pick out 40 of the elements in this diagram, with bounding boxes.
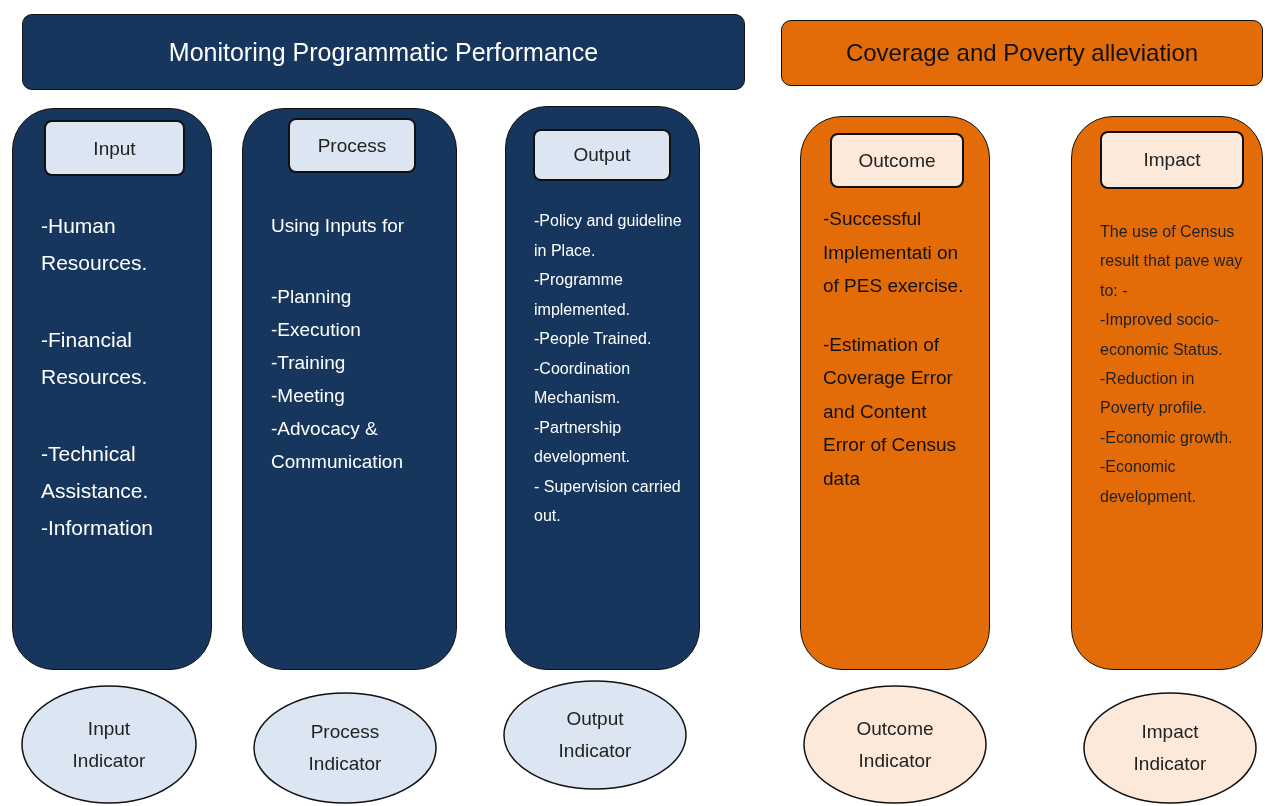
stage-column <box>242 108 457 670</box>
list-item: -Training <box>271 351 347 375</box>
list-item: -Financial Resources. <box>41 327 149 390</box>
list-item: -Information <box>41 515 155 541</box>
list-item: -Partnership development. <box>534 417 632 467</box>
indicator-ellipse: Impact Indicator <box>1083 692 1257 804</box>
indicator-ellipse: Input Indicator <box>21 685 197 804</box>
list-item: -Economic development. <box>1100 457 1198 507</box>
section-banner: Coverage and Poverty alleviation <box>781 20 1263 86</box>
section-banner: Monitoring Programmatic Performance <box>22 14 745 90</box>
list-item: -Reduction in Poverty profile. <box>1100 369 1208 419</box>
list-item: - Supervision carried out. <box>534 476 682 526</box>
list-item: Using Inputs for <box>271 214 406 238</box>
stage-column <box>12 108 212 670</box>
stage-header: Outcome <box>830 133 964 188</box>
list-item: -Improved socio-economic Status. <box>1100 310 1224 360</box>
stage-header: Output <box>533 129 671 181</box>
list-item: -Economic growth. <box>1100 427 1234 448</box>
list-item: -Meeting <box>271 384 346 408</box>
list-item: -Human Resources. <box>41 213 149 276</box>
stage-column <box>505 106 700 670</box>
list-item: The use of Census result that pave way to: - <box>1100 222 1244 301</box>
stage-header: Input <box>44 120 185 176</box>
list-item: -Programme implemented. <box>534 270 632 320</box>
list-item: -Successful Implementati on of PES exercise. <box>823 207 965 298</box>
list-item: -Coordination Mechanism. <box>534 358 632 408</box>
indicator-ellipse: Process Indicator <box>253 692 437 804</box>
list-item: -Advocacy & Communication <box>271 417 404 474</box>
list-item: -Policy and guideline in Place. <box>534 211 683 261</box>
indicator-ellipse: Output Indicator <box>503 680 687 790</box>
list-item: -Planning <box>271 285 353 309</box>
stage-header: Process <box>288 118 416 173</box>
stage-column <box>800 116 990 670</box>
list-item: -Execution <box>271 318 362 342</box>
list-item: -Technical Assistance. <box>41 441 150 504</box>
indicator-ellipse: Outcome Indicator <box>803 685 987 804</box>
list-item: -Estimation of Coverage Error and Content Error of Census data <box>823 332 958 491</box>
list-item: -People Trained. <box>534 329 653 349</box>
stage-column <box>1071 116 1263 670</box>
stage-header: Impact <box>1100 131 1244 189</box>
